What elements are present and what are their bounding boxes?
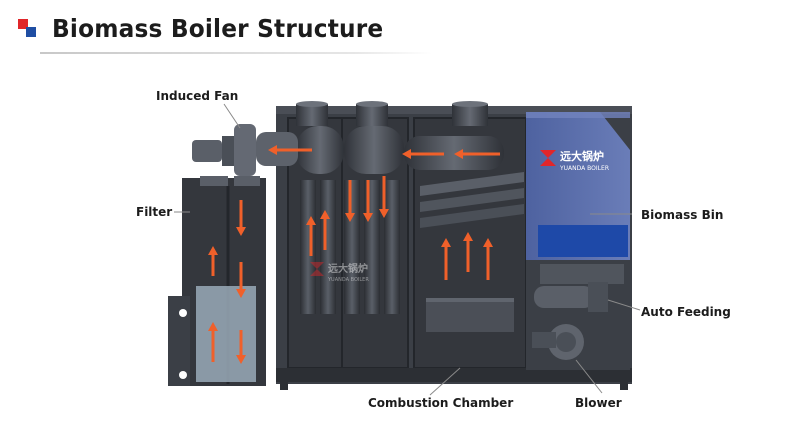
arrow-filter-down-1 — [236, 227, 246, 236]
leader-lines — [174, 103, 641, 396]
arrow-chamber-up-2 — [463, 232, 473, 241]
arrow-drum-left — [402, 149, 411, 159]
arrow-filter-down-2 — [236, 289, 246, 298]
arrow-drum-right — [454, 149, 463, 159]
label-combustion-chamber: Combustion Chamber — [368, 396, 514, 410]
label-auto-feeding: Auto Feeding — [641, 305, 731, 319]
arrow-chamber-up-3 — [483, 238, 493, 247]
label-blower: Blower — [575, 396, 622, 410]
upper-drum — [296, 126, 504, 174]
label-biomass-bin: Biomass Bin — [641, 208, 724, 222]
title-underline — [40, 52, 432, 54]
brand-logo-watermark: 远大锅炉 YUANDA BOILER — [310, 262, 369, 283]
label-filter: Filter — [136, 205, 173, 219]
flow-arrows — [208, 145, 500, 364]
arrow-filter-down-3 — [236, 355, 246, 364]
logo-en-watermark: YUANDA BOILER — [327, 277, 369, 283]
biomass-bin — [526, 112, 630, 260]
arrow-tube-down-2 — [363, 213, 373, 222]
filter-unit — [168, 176, 266, 386]
arrow-tube-up-2 — [320, 210, 330, 219]
logo-cn-watermark: 远大锅炉 — [328, 262, 368, 275]
arrow-tube-up-1 — [306, 216, 316, 225]
label-induced-fan: Induced Fan — [156, 89, 239, 103]
arrow-tube-down-1 — [345, 213, 355, 222]
grate — [426, 298, 514, 332]
blower-unit — [532, 324, 584, 360]
logo-cn-bin: 远大锅炉 — [560, 149, 604, 163]
arrow-tube-down-3 — [379, 209, 389, 218]
arrow-fan-outlet — [268, 145, 277, 155]
top-stacks — [296, 101, 488, 126]
inclined-tubes — [420, 172, 524, 228]
title-marker-blue — [26, 27, 36, 37]
logo-en-bin: YUANDA BOILER — [559, 165, 609, 172]
page-title: Biomass Boiler Structure — [52, 14, 384, 43]
title-bar: Biomass Boiler Structure — [0, 0, 800, 62]
arrow-filter-up-1 — [208, 246, 218, 255]
heat-exchange-tubes — [300, 180, 400, 314]
arrow-chamber-up-1 — [441, 238, 451, 247]
brand-logo-bin: 远大锅炉 YUANDA BOILER — [540, 149, 609, 172]
title-marker-red — [18, 19, 28, 29]
arrow-filter-up-2 — [208, 322, 218, 331]
